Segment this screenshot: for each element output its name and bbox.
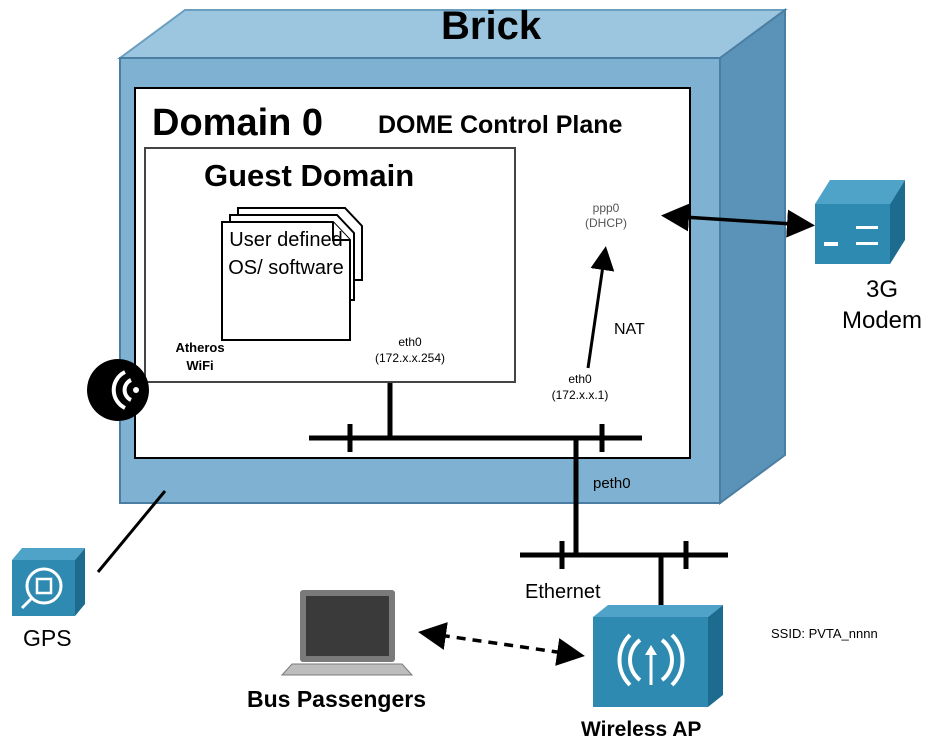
outer-ethernet-bus <box>520 541 728 605</box>
wireless-ap-icon <box>593 605 723 707</box>
peth0-label: peth0 <box>593 475 631 492</box>
gps-icon <box>12 548 85 616</box>
wireless-ap-label: Wireless AP <box>581 718 702 741</box>
guest-eth0-name: eth0 <box>398 335 422 349</box>
atheros-wifi-label: Atheros WiFi <box>175 340 225 373</box>
dom0-eth0-name: eth0 <box>568 372 592 386</box>
modem-label: 3G Modem <box>841 276 923 334</box>
domain0-bus <box>309 383 642 555</box>
user-software-label: User defined OS/ software <box>228 229 344 279</box>
gps-link <box>96 490 167 573</box>
nat-arrow <box>586 246 615 369</box>
ssid-label: SSID: PVTA_nnnn <box>771 626 878 641</box>
laptop-icon <box>280 590 414 676</box>
ethernet-label: Ethernet <box>525 581 601 603</box>
dome-control-plane-title: DOME Control Plane <box>378 111 623 139</box>
brick-title: Brick <box>441 4 542 48</box>
wifi-antenna-icon <box>87 359 149 421</box>
guest-domain-title: Guest Domain <box>204 158 415 193</box>
modem-link-arrow <box>661 203 815 238</box>
dom0-eth0-label: eth0 (172.x.x.1) <box>530 371 630 403</box>
guest-eth0-ip: (172.x.x.254) <box>374 351 446 365</box>
ppp0-mode: (DHCP) <box>585 216 627 230</box>
gps-label: GPS <box>23 625 72 651</box>
domain0-title: Domain 0 <box>152 102 324 144</box>
modem-icon <box>815 180 905 264</box>
guest-eth0-label: eth0 (172.x.x.254) <box>350 334 470 366</box>
dom0-eth0-ip: (172.x.x.1) <box>551 388 609 402</box>
wifi-link-arrow <box>418 622 585 666</box>
document-stack-icon <box>221 207 363 341</box>
nat-label: NAT <box>614 321 645 338</box>
ppp0-name: ppp0 <box>592 201 620 215</box>
ppp0-label: ppp0 (DHCP) <box>566 201 646 231</box>
bus-passengers-label: Bus Passengers <box>247 686 426 712</box>
